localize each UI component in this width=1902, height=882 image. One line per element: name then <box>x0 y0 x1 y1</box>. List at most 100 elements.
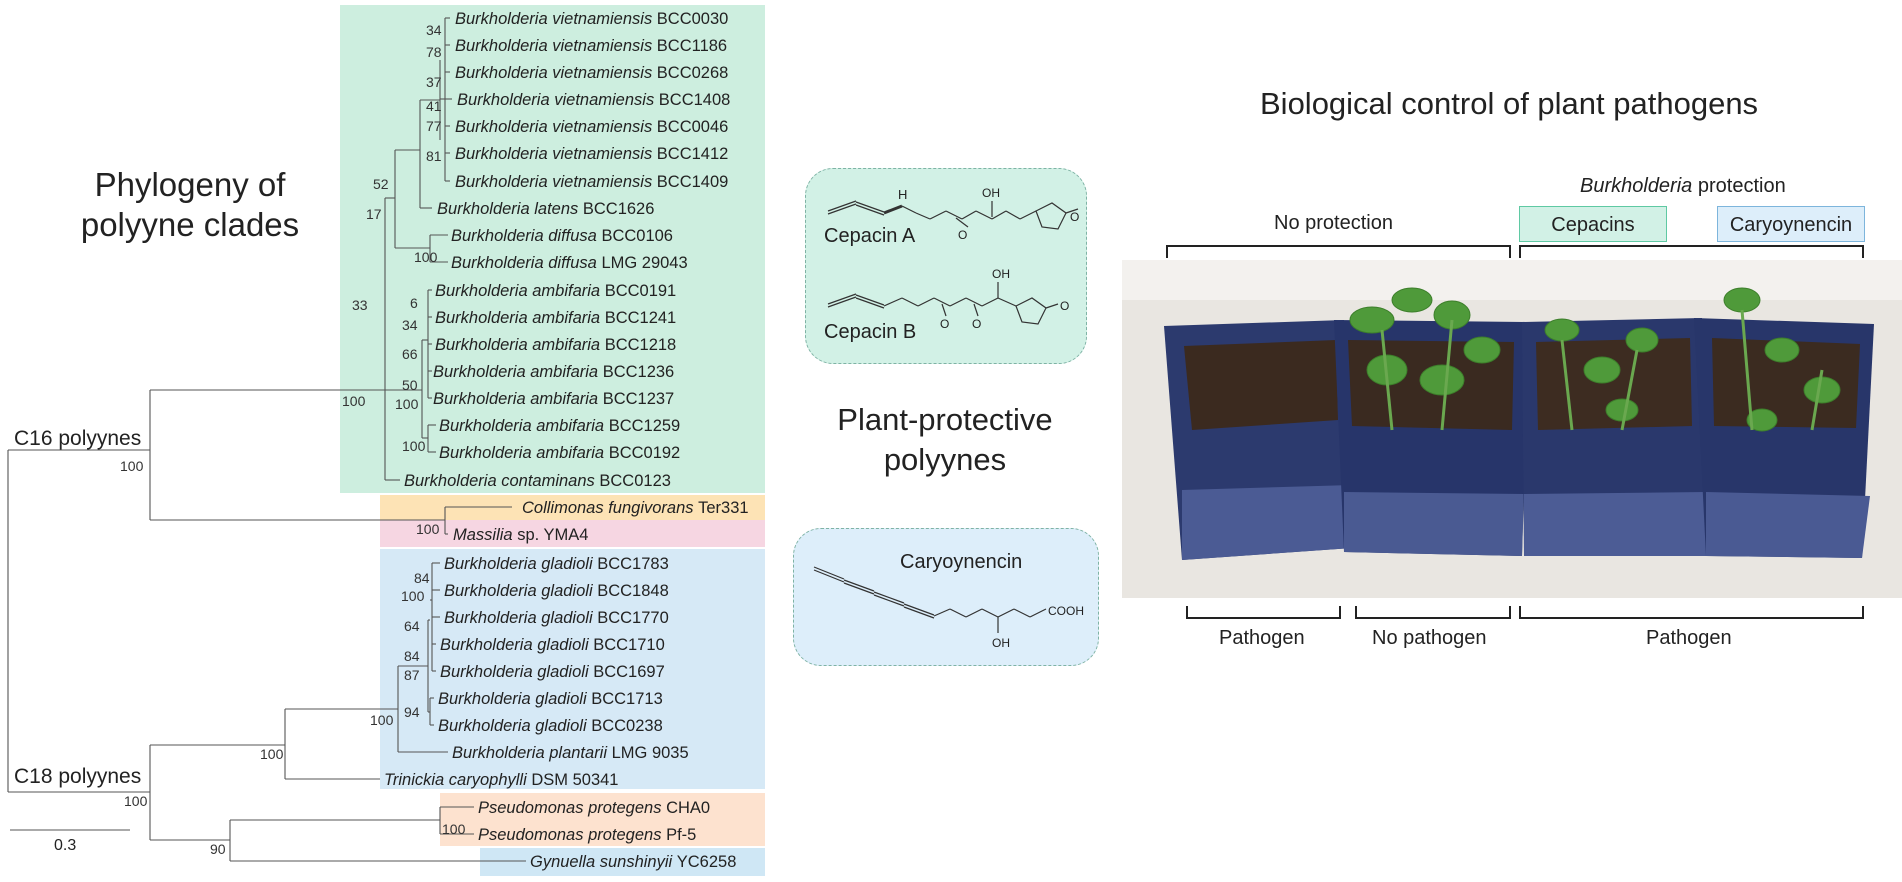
cepacin-b-epoxide-o2: O <box>972 317 981 331</box>
pathogen-label-left: Pathogen <box>1219 627 1305 649</box>
cepacin-b-lactone-o: O <box>1060 299 1069 313</box>
bootstrap-value: 100 <box>395 396 419 412</box>
taxon-label: Pseudomonas protegens Pf-5 <box>478 826 696 844</box>
no-protection-label: No protection <box>1274 212 1393 234</box>
taxon-label: Burkholderia vietnamiensis BCC1408 <box>457 91 730 109</box>
caryoynencin-oh: OH <box>992 636 1010 650</box>
c16-burkholderia-band <box>340 5 765 493</box>
taxon-label: Burkholderia gladioli BCC1783 <box>444 555 669 573</box>
taxon-label: Burkholderia ambifaria BCC1237 <box>433 390 674 408</box>
tree-title-line2: polyyne clades <box>80 206 300 243</box>
tree-title: Phylogeny of polyyne clades <box>60 165 320 245</box>
bootstrap-value: 66 <box>402 346 418 362</box>
taxon-label: Massilia sp. YMA4 <box>453 526 588 544</box>
caryoynencin-structure-box: Caryoynencin OH COOH <box>793 528 1099 666</box>
biocontrol-title: Biological control of plant pathogens <box>1260 86 1759 121</box>
cepacin-a-lactone-o: O <box>1070 210 1079 224</box>
pathogen-bracket-left <box>1186 606 1341 619</box>
cepacin-b-oh: OH <box>992 267 1010 281</box>
protection-header: Burkholderia protection <box>1580 175 1786 198</box>
cepacin-a-structure: H O OH O <box>827 186 1079 242</box>
pot-3 <box>1522 318 1706 556</box>
cepacin-a-h-atom: H <box>898 187 907 202</box>
bootstrap-value: 90 <box>210 841 226 857</box>
taxon-label: Burkholderia ambifaria BCC1218 <box>435 336 676 354</box>
pot-1 <box>1164 320 1352 560</box>
taxon-label: Burkholderia vietnamiensis BCC1412 <box>455 145 728 163</box>
bootstrap-value: 100 <box>401 588 425 604</box>
massilia-band <box>380 520 765 547</box>
bootstrap-value: 6 <box>410 295 418 311</box>
caryoynencin-structure: OH COOH <box>813 566 1084 650</box>
bootstrap-value: 100 <box>370 712 394 728</box>
pseudomonas-band <box>440 793 765 846</box>
bootstrap-value: 84 <box>414 570 430 586</box>
bootstrap-value: 100 <box>124 793 148 809</box>
taxon-label: Burkholderia diffusa BCC0106 <box>451 227 673 245</box>
taxon-label: Burkholderia vietnamiensis BCC1409 <box>455 173 728 191</box>
bootstrap-value: 78 <box>426 44 442 60</box>
bootstrap-value: 84 <box>404 648 420 664</box>
bootstrap-value: 100 <box>260 746 284 762</box>
bootstrap-value: 64 <box>404 618 420 634</box>
cepacin-b-label: Cepacin B <box>824 321 917 343</box>
bootstrap-value: 100 <box>414 249 438 265</box>
taxon-label: Burkholderia vietnamiensis BCC0030 <box>455 10 728 28</box>
caryoynencin-label: Caryoynencin <box>900 551 1023 573</box>
protection-header-genus: Burkholderia <box>1580 175 1693 197</box>
bootstrap-value: 52 <box>373 176 389 192</box>
bootstrap-value: 41 <box>426 98 442 114</box>
no-pathogen-label: No pathogen <box>1372 627 1487 649</box>
bootstrap-value: 100 <box>120 458 144 474</box>
taxon-label: Burkholderia diffusa LMG 29043 <box>451 254 688 272</box>
taxon-label: Collimonas fungivorans Ter331 <box>522 499 749 517</box>
bootstrap-value: 37 <box>426 74 442 90</box>
cepacin-a-label: Cepacin A <box>824 225 916 247</box>
taxon-label: Burkholderia contaminans BCC0123 <box>404 472 671 490</box>
bootstrap-value: 94 <box>404 704 420 720</box>
gynuella-band <box>480 848 765 876</box>
taxon-label: Burkholderia ambifaria BCC0191 <box>435 282 676 300</box>
bootstrap-value: 81 <box>426 148 442 164</box>
cepacin-a-oh: OH <box>982 186 1000 200</box>
polyynes-title: Plant-protective polyynes <box>810 400 1080 480</box>
bootstrap-value: 100 <box>402 438 426 454</box>
taxon-label: Pseudomonas protegens CHA0 <box>478 799 710 817</box>
taxon-label: Burkholderia latens BCC1626 <box>437 200 654 218</box>
scale-bar-label: 0.3 <box>54 837 76 854</box>
cepacins-tag: Cepacins <box>1519 206 1667 242</box>
tree-title-line1: Phylogeny of <box>94 166 286 203</box>
bootstrap-value: 17 <box>366 206 382 222</box>
taxon-label: Trinickia caryophylli DSM 50341 <box>384 771 618 789</box>
bootstrap-value: 33 <box>352 297 368 313</box>
bootstrap-value: 34 <box>402 317 418 333</box>
pathogen-bracket-right <box>1519 606 1864 619</box>
taxon-label: Burkholderia gladioli BCC1713 <box>438 690 663 708</box>
pathogen-label-right: Pathogen <box>1646 627 1732 649</box>
taxa-labels: Burkholderia vietnamiensis BCC0030Burkho… <box>384 10 749 871</box>
polyynes-title-line2: polyynes <box>883 442 1007 477</box>
protection-header-text: protection <box>1697 175 1786 197</box>
taxon-label: Burkholderia gladioli BCC1848 <box>444 582 669 600</box>
taxon-label: Burkholderia vietnamiensis BCC1186 <box>455 37 727 55</box>
cepacin-b-epoxide-o1: O <box>940 317 949 331</box>
taxon-label: Burkholderia gladioli BCC1770 <box>444 609 669 627</box>
taxon-label: Burkholderia ambifaria BCC1241 <box>435 309 676 327</box>
taxon-label: Burkholderia ambifaria BCC0192 <box>439 444 680 462</box>
bootstrap-value: 87 <box>404 667 420 683</box>
c18-burkholderia-band <box>380 549 765 789</box>
taxon-label: Burkholderia plantarii LMG 9035 <box>452 744 689 762</box>
bootstrap-value: 34 <box>426 22 442 38</box>
taxon-label: Burkholderia gladioli BCC1697 <box>440 663 665 681</box>
c16-clade-label: C16 polyynes <box>14 427 141 450</box>
cepacins-structure-box: H O OH O Cepacin A OH O O O C <box>805 168 1087 364</box>
no-pathogen-bracket <box>1355 606 1511 619</box>
plant-trial-photo <box>1122 260 1902 598</box>
caryoynencin-cooh: COOH <box>1048 604 1084 618</box>
taxon-label: Burkholderia vietnamiensis BCC0046 <box>455 118 728 136</box>
taxon-label: Burkholderia vietnamiensis BCC0268 <box>455 64 728 82</box>
phylogenetic-tree: Burkholderia vietnamiensis BCC0030Burkho… <box>7 5 765 876</box>
taxon-label: Burkholderia gladioli BCC1710 <box>440 636 665 654</box>
protection-bracket <box>1519 245 1864 258</box>
